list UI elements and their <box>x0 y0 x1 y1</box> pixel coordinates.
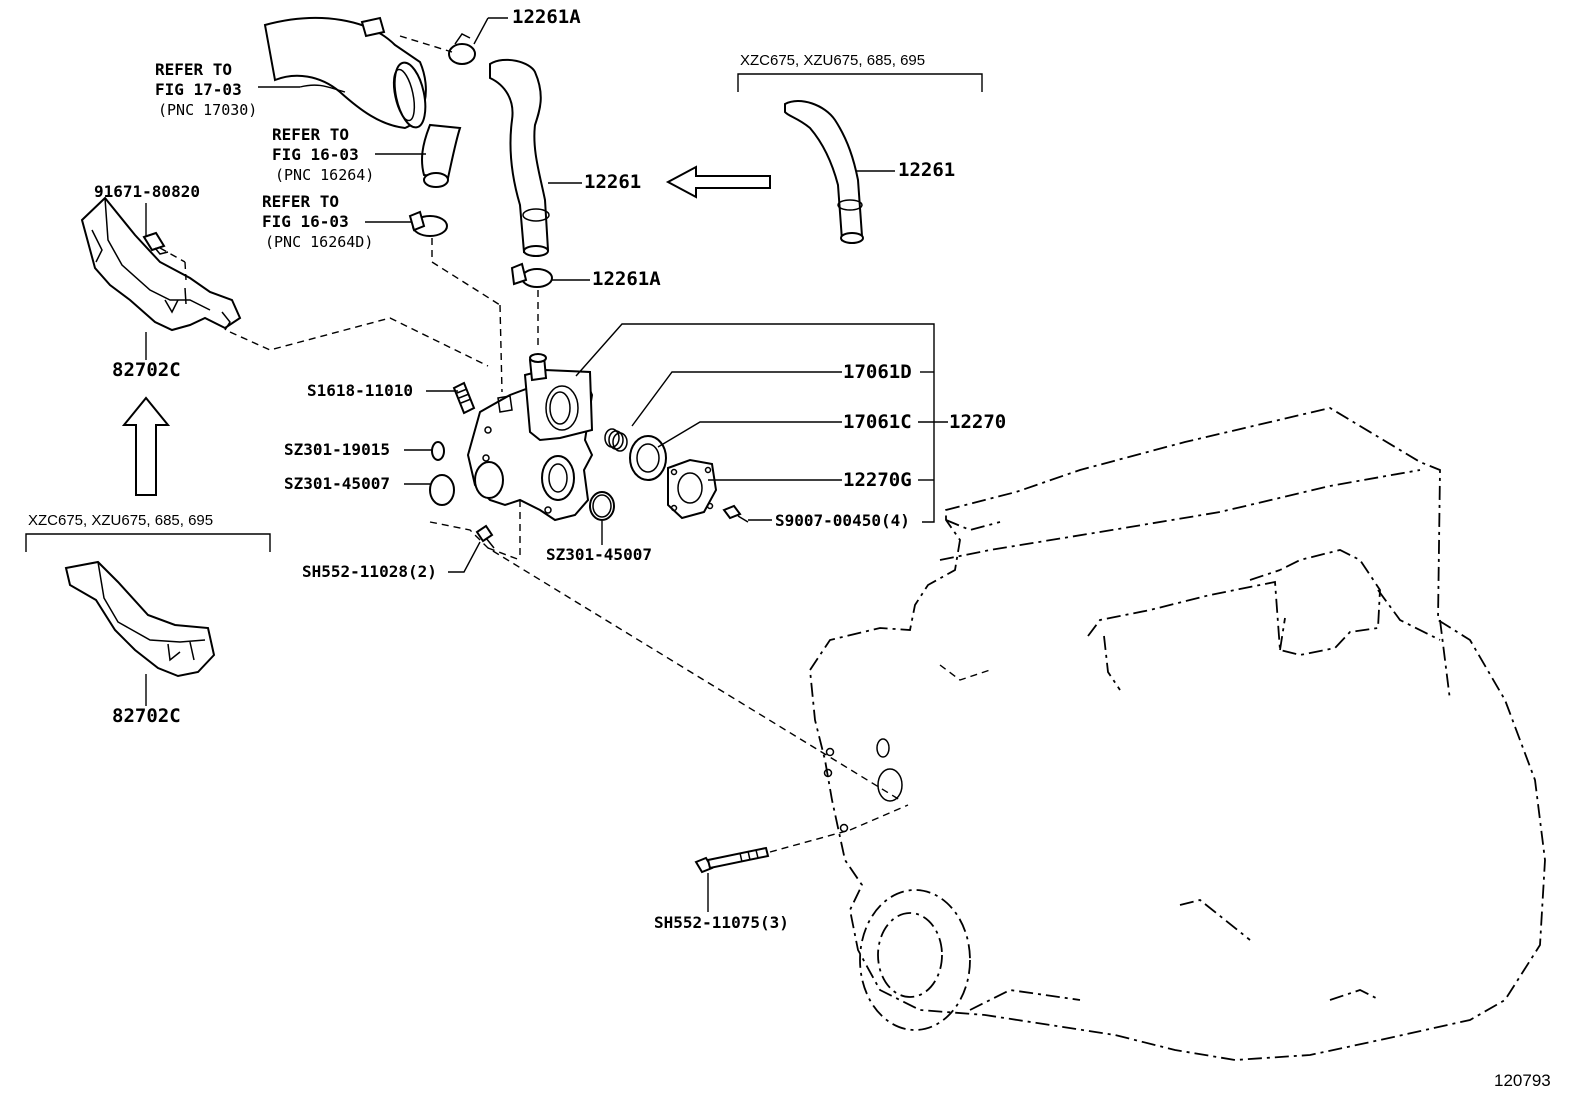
oring-sz301-19015 <box>431 441 445 461</box>
label-bracket-82702c-main: 82702C <box>112 359 181 381</box>
ref-17030-line1: REFER TO <box>155 60 233 79</box>
ref-16264-line2: FIG 16-03 <box>272 145 359 164</box>
ref-17030-line3: (PNC 17030) <box>158 101 258 119</box>
screw-s9007-00450 <box>722 504 749 523</box>
hose-ref-16264 <box>421 123 462 188</box>
up-arrow-icon <box>121 396 171 496</box>
variant-note-top: XZC675, XZU675, 685, 695 <box>740 52 926 69</box>
alignment-lines <box>229 317 901 801</box>
label-stud-s1618-11010: S1618-11010 <box>307 381 413 400</box>
leader-lines <box>25 17 983 912</box>
label-spring-17061d: 17061D <box>843 361 912 383</box>
intake-pipe-ref-17030 <box>263 16 427 130</box>
bracket-82702c-alt <box>64 560 216 678</box>
clamp-ref-16264d <box>408 210 503 393</box>
bolt-sh552-11075 <box>694 804 909 874</box>
label-cover-12270g: 12270G <box>843 469 912 491</box>
illustration-number: 120793 <box>1494 1071 1551 1090</box>
ref-16264d-line3: (PNC 16264D) <box>265 233 374 251</box>
bolt-91671-80820 <box>142 231 169 255</box>
engine-outline <box>809 407 1546 1061</box>
left-arrow-icon <box>665 165 771 199</box>
clamp-12261a-top <box>399 33 476 65</box>
clamp-12261a-lower <box>510 262 553 350</box>
label-hose-12261-main: 12261 <box>584 171 642 193</box>
stud-s1618-11010 <box>452 381 476 415</box>
label-screw-s9007-00450: S9007-00450(4) <box>775 511 910 530</box>
variant-note-bottom: XZC675, XZU675, 685, 695 <box>28 512 214 529</box>
ref-16264d-line2: FIG 16-03 <box>262 212 349 231</box>
cover-12270g <box>667 458 718 520</box>
label-oring-sz301-45007-left: SZ301-45007 <box>284 474 390 493</box>
label-bolt-91671-80820: 91671-80820 <box>94 182 200 201</box>
spring-17061d <box>604 428 628 452</box>
label-oring-sz301-19015: SZ301-19015 <box>284 440 390 459</box>
hose-12261-alt <box>784 100 864 244</box>
oring-sz301-45007-right <box>589 491 615 521</box>
label-hose-12261-alt: 12261 <box>898 159 956 181</box>
label-gasket-17061c: 17061C <box>843 411 912 433</box>
hose-12261-main <box>489 58 550 257</box>
ref-17030-line2: FIG 17-03 <box>155 80 242 99</box>
gasket-17061c <box>629 435 667 481</box>
label-bolt-sh552-11028: SH552-11028(2) <box>302 562 437 581</box>
ref-16264-line3: (PNC 16264) <box>275 166 375 184</box>
label-bracket-82702c-alt: 82702C <box>112 705 181 727</box>
label-clamp-12261a-top: 12261A <box>512 6 581 28</box>
label-bolt-sh552-11075: SH552-11075(3) <box>654 913 789 932</box>
water-inlet-housing <box>466 353 594 522</box>
label-assembly-12270: 12270 <box>949 411 1007 433</box>
label-clamp-12261a-lower: 12261A <box>592 268 661 290</box>
oring-sz301-45007-left <box>429 474 455 506</box>
bracket-82702c-main <box>80 196 242 332</box>
bolt-sh552-11028 <box>475 500 521 560</box>
label-oring-sz301-45007-right: SZ301-45007 <box>546 545 652 564</box>
ref-16264d-line1: REFER TO <box>262 192 340 211</box>
ref-16264-line1: REFER TO <box>272 125 350 144</box>
